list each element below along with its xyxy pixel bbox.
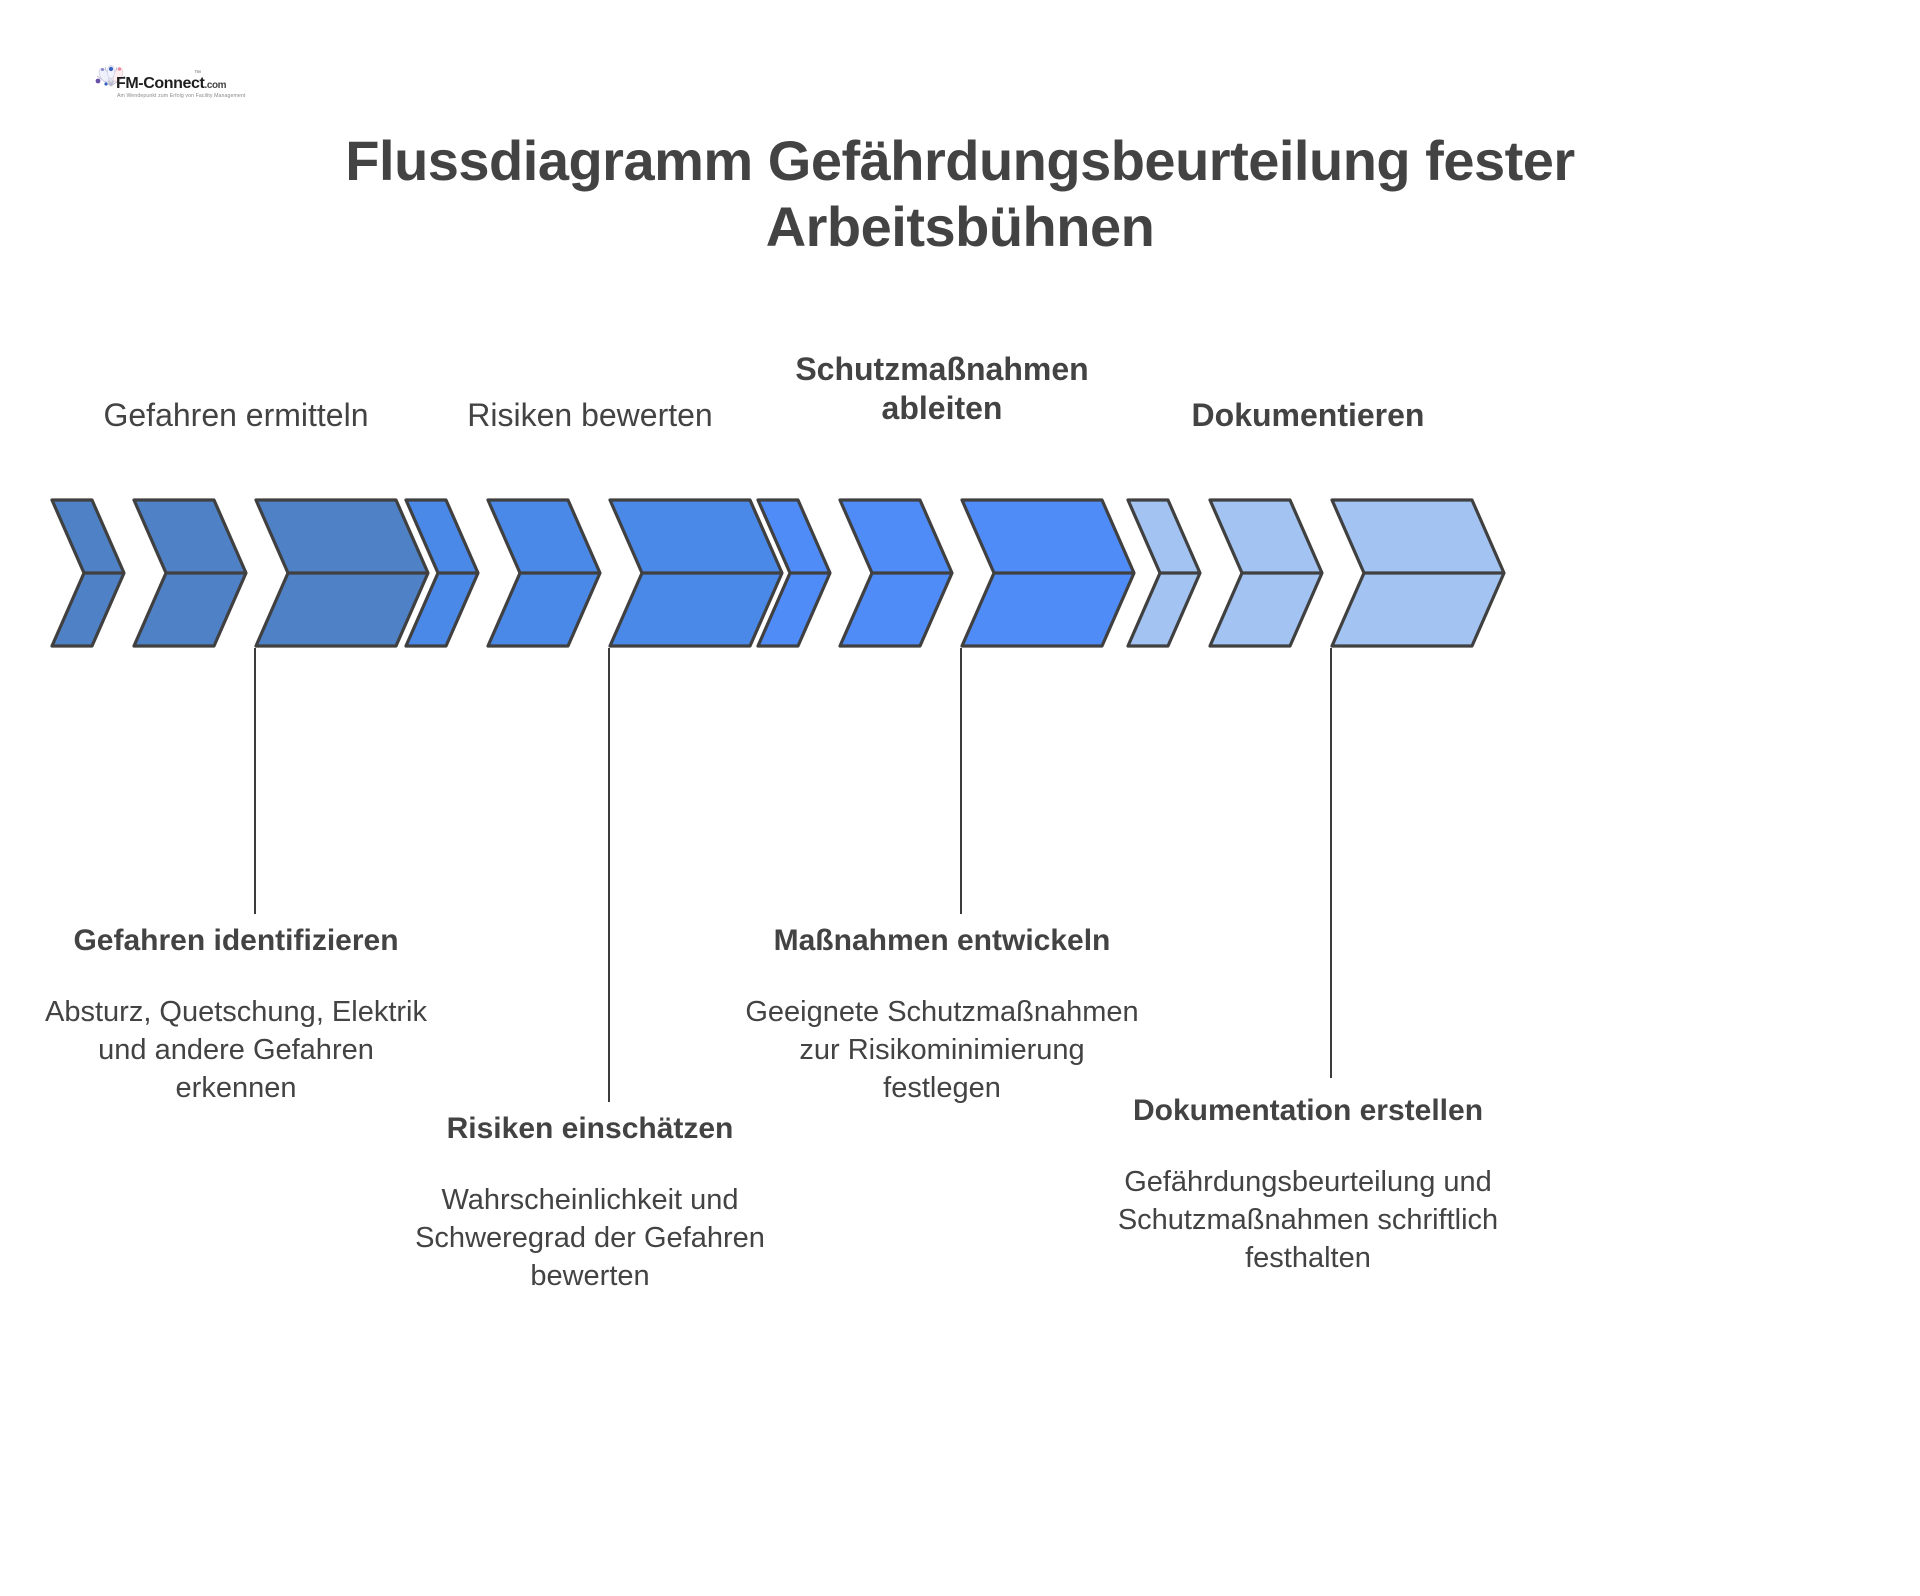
stage-header-4: Dokumentieren xyxy=(1191,397,1425,433)
connector-line-3 xyxy=(960,648,962,914)
chevron-small-4 xyxy=(1126,498,1202,648)
connector-line-1 xyxy=(254,648,256,914)
brand-name: FM-Connect xyxy=(116,75,205,92)
page-title: Flussdiagramm Gefährdungsbeurteilung fes… xyxy=(345,129,1575,259)
stage-detail-body-3: Geeignete Schutzmaßnahmen zur Risikomini… xyxy=(745,996,1139,1104)
chevron-medium-2 xyxy=(486,498,602,648)
stage-column-3: Schutzmaßnahmen ableiten Maßnahmen entwi… xyxy=(742,0,1142,1596)
brand-suffix: .com xyxy=(204,80,227,91)
stage-header-2: Risiken bewerten xyxy=(467,397,713,433)
starburst-flower-icon xyxy=(95,65,126,87)
stage-detail-title-4: Dokumentation erstellen xyxy=(1132,1094,1484,1127)
chevron-large-2 xyxy=(608,498,784,648)
stage-header-3: Schutzmaßnahmen ableiten xyxy=(795,351,1089,427)
stage-detail-2: Risiken einschätzen Wahrscheinlichkeit u… xyxy=(390,1110,790,1295)
chevron-group-3 xyxy=(756,498,1136,648)
stage-detail-1: Gefahren identifizieren Absturz, Quetsch… xyxy=(36,922,436,1107)
chevron-medium-1 xyxy=(132,498,248,648)
stage-detail-title-1: Gefahren identifizieren xyxy=(73,924,399,957)
chevron-medium-3 xyxy=(838,498,954,648)
trademark-symbol: ™ xyxy=(194,70,201,77)
stage-detail-4: Dokumentation erstellen Gefährdungsbeurt… xyxy=(1098,1092,1518,1277)
chevron-small-1 xyxy=(50,498,126,648)
chevron-small-2 xyxy=(404,498,480,648)
stage-column-4: Dokumentieren Dokumentation erstellen Ge… xyxy=(1098,0,1518,1596)
stage-header-1: Gefahren ermitteln xyxy=(103,397,369,433)
stage-column-1: Gefahren ermitteln Gefahren identifizier… xyxy=(36,0,436,1596)
chevron-group-2 xyxy=(404,498,784,648)
brand-tagline: Am Wendepunkt zum Erfolg von Facility Ma… xyxy=(117,93,246,99)
brand-wordmark: FM-Connect.com xyxy=(116,75,227,93)
chevron-group-4 xyxy=(1126,498,1506,648)
stage-detail-body-1: Absturz, Quetschung, Elektrik und andere… xyxy=(45,996,427,1104)
chevron-large-4 xyxy=(1330,498,1506,648)
chevron-small-3 xyxy=(756,498,832,648)
stage-detail-body-2: Wahrscheinlichkeit und Schweregrad der G… xyxy=(415,1184,765,1292)
connector-line-2 xyxy=(608,648,610,1102)
brand-logo: ™ FM-Connect.com Am Wendepunkt zum Erfol… xyxy=(94,62,246,108)
stage-detail-title-2: Risiken einschätzen xyxy=(446,1112,734,1145)
stage-detail-body-4: Gefährdungsbeurteilung und Schutzmaßnahm… xyxy=(1117,1166,1499,1274)
chevron-large-3 xyxy=(960,498,1136,648)
chevron-large-1 xyxy=(254,498,430,648)
stage-detail-title-3: Maßnahmen entwickeln xyxy=(773,924,1111,957)
chevron-medium-4 xyxy=(1208,498,1324,648)
stage-column-2: Risiken bewerten Risiken einschätzen Wah… xyxy=(390,0,790,1596)
stage-detail-3: Maßnahmen entwickeln Geeignete Schutzmaß… xyxy=(742,922,1142,1107)
connector-line-4 xyxy=(1330,648,1332,1078)
chevron-group-1 xyxy=(50,498,430,648)
